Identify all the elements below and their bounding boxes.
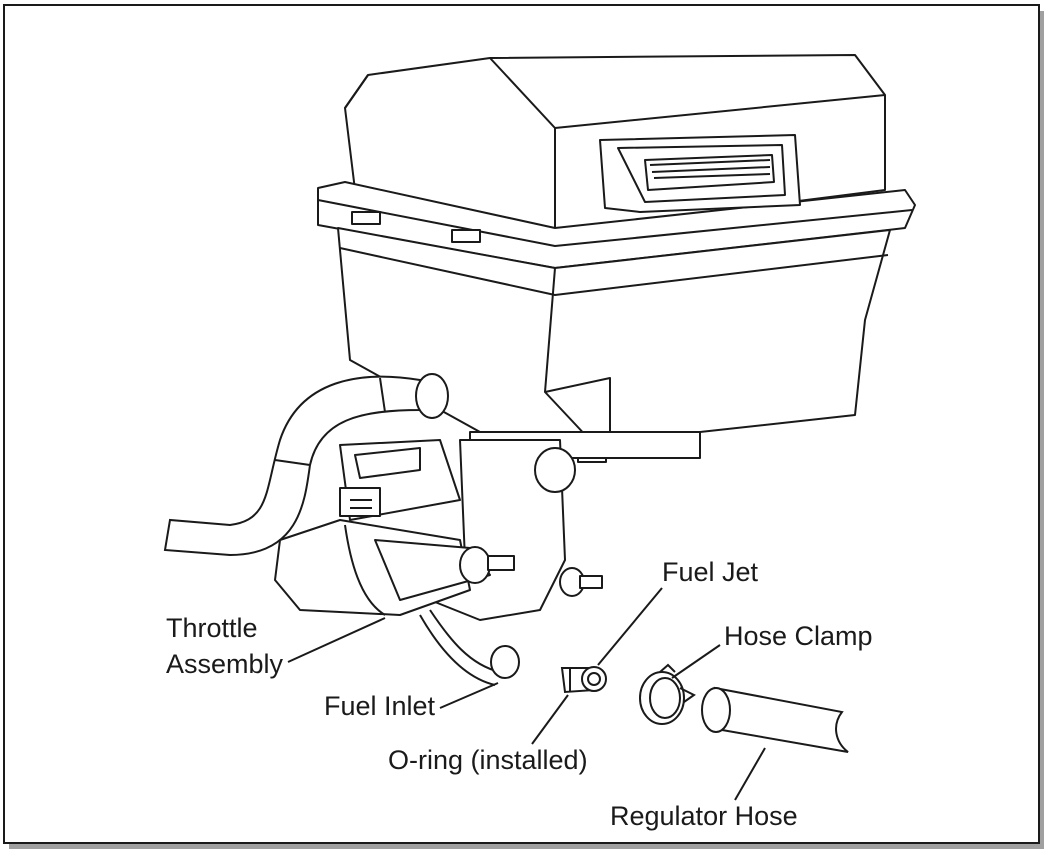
o-ring-label: O-ring (installed)	[388, 745, 588, 775]
fuel-jet-leader	[597, 587, 663, 666]
fuel-jet-label: Fuel Jet	[662, 557, 759, 587]
intake-snorkel	[599, 134, 801, 213]
fuel-inlet-leader	[439, 682, 499, 709]
regulator-hose-leader	[734, 747, 766, 801]
hose-clamp-part	[639, 663, 696, 725]
hose-clamp-leader	[671, 644, 721, 679]
throttle-leader	[287, 617, 386, 663]
fuel-inlet-label: Fuel Inlet	[324, 691, 436, 721]
regulator-hose-part	[701, 686, 849, 753]
breather-hose	[163, 373, 449, 557]
throttle-assembly-label-line1: Throttle	[166, 613, 258, 643]
hose-clamp-label: Hose Clamp	[724, 621, 873, 651]
throttle-assembly-label-line2: Assembly	[166, 649, 284, 679]
throttle-body	[274, 439, 603, 686]
fuel-jet-part	[560, 666, 607, 694]
regulator-hose-label: Regulator Hose	[610, 801, 798, 831]
leader-lines	[287, 587, 766, 801]
o-ring-leader	[531, 694, 569, 745]
